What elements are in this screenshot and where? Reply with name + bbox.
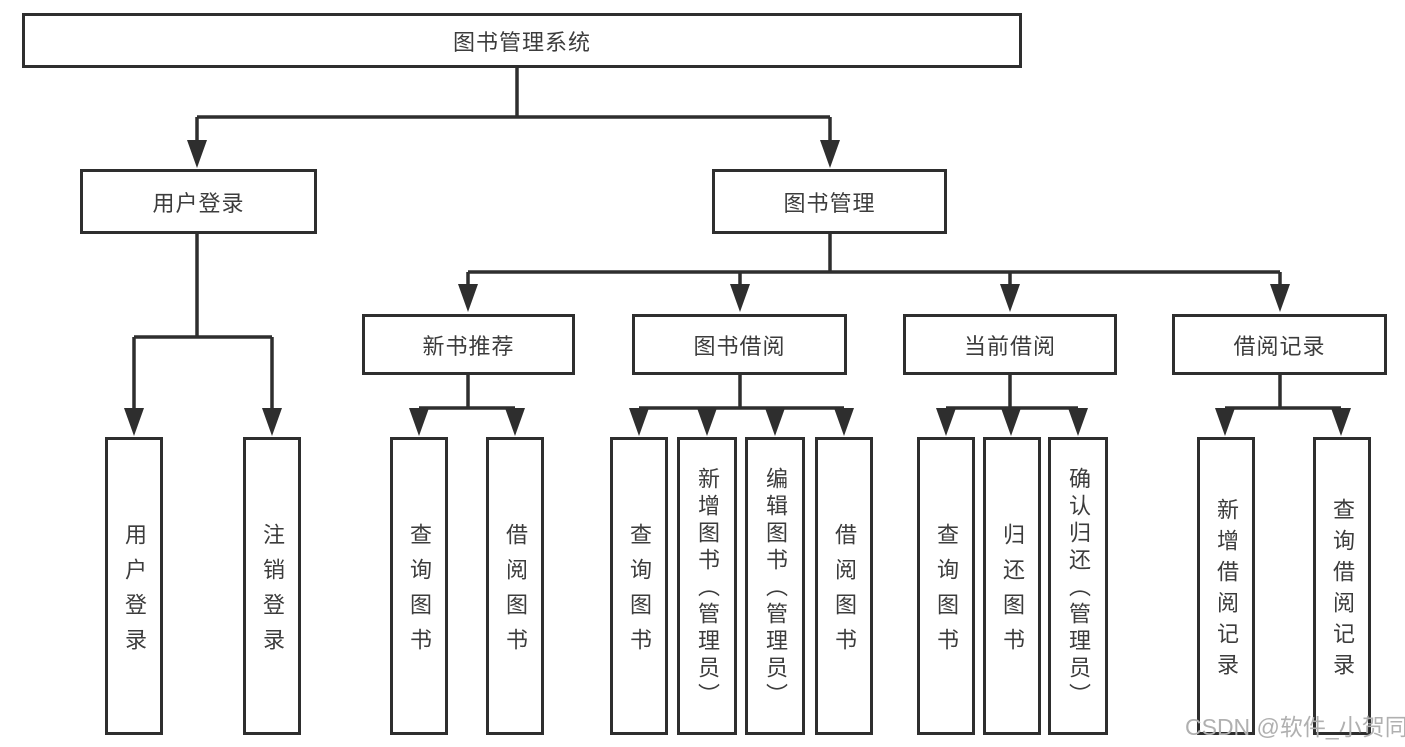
leaf-bb-borrow-books: 借阅图书: [815, 437, 873, 735]
node-book-management: 图书管理: [712, 169, 947, 234]
node-root: 图书管理系统: [22, 13, 1022, 68]
leaf-br-add-record-label: 新增借阅记录: [1214, 497, 1239, 684]
leaf-bb-add-books-admin-label: 新增图书（管理员）: [695, 467, 720, 710]
leaf-user-login-label: 用户登录: [122, 522, 147, 663]
leaf-br-query-record: 查询借阅记录: [1313, 437, 1371, 735]
connector-login-to-leaves: [132, 234, 274, 410]
node-user-login-label: 用户登录: [152, 190, 245, 216]
leaf-bb-borrow-books-label: 借阅图书: [832, 522, 857, 663]
leaf-cb-query-books: 查询图书: [917, 437, 975, 735]
leaf-cb-query-books-label: 查询图书: [934, 522, 959, 663]
connector-records-to-leaves: [1225, 375, 1341, 410]
leaf-user-login: 用户登录: [105, 437, 163, 735]
node-book-management-label: 图书管理: [783, 190, 876, 216]
node-root-label: 图书管理系统: [452, 29, 591, 55]
leaf-cb-return-books: 归还图书: [983, 437, 1041, 735]
leaf-nb-borrow-books: 借阅图书: [486, 437, 544, 735]
leaf-logout-label: 注销登录: [260, 522, 285, 663]
leaf-cb-return-books-label: 归还图书: [1000, 522, 1025, 663]
node-borrow-records-label: 借阅记录: [1233, 333, 1326, 359]
node-book-borrow-label: 图书借阅: [693, 333, 786, 359]
node-new-book-recommend: 新书推荐: [362, 314, 575, 375]
leaf-br-add-record: 新增借阅记录: [1197, 437, 1255, 735]
leaf-bb-query-books-label: 查询图书: [627, 522, 652, 663]
arrowheads: [124, 140, 1351, 436]
node-borrow-records: 借阅记录: [1172, 314, 1387, 375]
leaf-bb-query-books: 查询图书: [610, 437, 668, 735]
connector-newbooks-to-leaves: [419, 375, 515, 410]
watermark: CSDN @软件_小贺同学: [1185, 714, 1405, 740]
node-new-book-recommend-label: 新书推荐: [422, 333, 515, 359]
leaf-bb-add-books-admin: 新增图书（管理员）: [677, 437, 737, 735]
leaf-nb-query-books-label: 查询图书: [407, 522, 432, 663]
leaf-cb-confirm-return-admin: 确认归还（管理员）: [1048, 437, 1108, 735]
connector-root-to-level2: [195, 68, 832, 142]
connector-mgmt-to-level3: [466, 234, 1282, 286]
leaf-logout: 注销登录: [243, 437, 301, 735]
leaf-nb-query-books: 查询图书: [390, 437, 448, 735]
node-current-borrow-label: 当前借阅: [963, 333, 1056, 359]
leaf-br-query-record-label: 查询借阅记录: [1330, 497, 1355, 684]
connector-currentborrow-to-leaves: [946, 375, 1078, 410]
leaf-bb-edit-books-admin: 编辑图书（管理员）: [745, 437, 805, 735]
leaf-bb-edit-books-admin-label: 编辑图书（管理员）: [763, 467, 788, 710]
node-user-login: 用户登录: [80, 169, 317, 234]
connector-bookborrow-to-leaves: [639, 375, 844, 410]
leaf-nb-borrow-books-label: 借阅图书: [503, 522, 528, 663]
node-current-borrow: 当前借阅: [903, 314, 1117, 375]
leaf-cb-confirm-return-admin-label: 确认归还（管理员）: [1066, 467, 1091, 710]
node-book-borrow: 图书借阅: [632, 314, 847, 375]
